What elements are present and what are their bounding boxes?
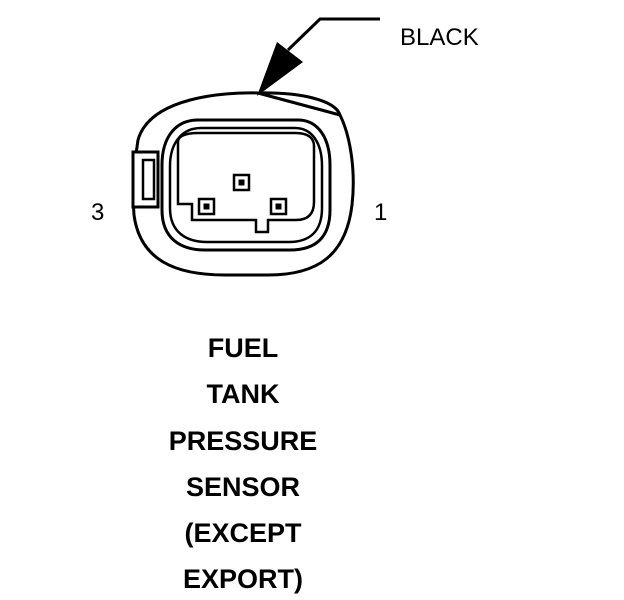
title-line-fuel: FUEL <box>207 333 279 363</box>
connector-latch <box>131 150 160 209</box>
connector-shell-notch <box>257 91 342 116</box>
title-line-except: (EXCEPT <box>184 518 302 548</box>
pin-3-label: 3 <box>91 199 104 226</box>
pin-terminal-1 <box>269 197 288 216</box>
connector-inner-wall <box>168 126 324 244</box>
title-line-sensor: SENSOR <box>185 472 301 502</box>
pin-1-label: 1 <box>374 199 387 226</box>
connector-inner-body <box>160 118 332 252</box>
leader-line <box>286 17 380 52</box>
connector-cavity <box>176 131 316 234</box>
leader-arrow <box>257 17 380 96</box>
leader-arrowhead <box>257 42 303 96</box>
title-line-export: EXPORT) <box>182 564 303 594</box>
pin-terminals <box>197 173 288 216</box>
title-line-tank: TANK <box>206 379 280 409</box>
latch-inner <box>141 158 156 201</box>
connector-outer-shell <box>131 91 355 277</box>
title-line-pressure: PRESSURE <box>168 426 318 456</box>
pin-terminal-3 <box>197 197 216 216</box>
connector-color-label: BLACK <box>400 24 479 51</box>
pin-terminal-2 <box>232 173 251 192</box>
